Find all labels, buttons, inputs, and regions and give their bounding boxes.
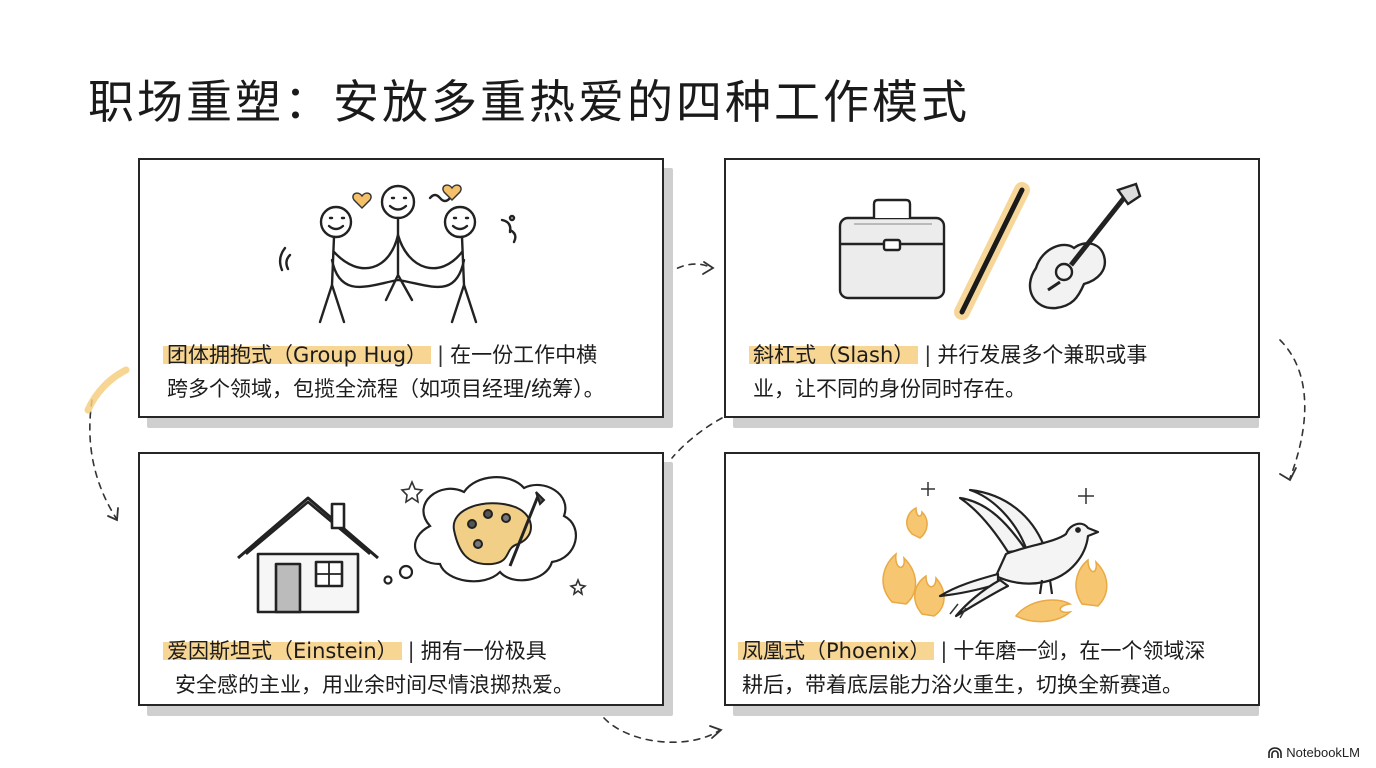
card-einstein: 爱因斯坦式（Einstein）|拥有一份极具 安全感的主业，用业余时间尽情浪掷热…	[138, 452, 664, 706]
paint-palette-icon	[452, 491, 546, 567]
stick-figures-hugging-icon	[278, 184, 517, 324]
arrow-card1-to-card3	[89, 399, 117, 519]
arrow-card3-bottom	[603, 717, 721, 743]
arrow-card4-to-card3	[671, 417, 723, 459]
flame-icon	[882, 506, 1108, 623]
mode-name: 凤凰式（Phoenix）	[738, 639, 935, 663]
guitar-icon	[1028, 182, 1142, 310]
briefcase-icon	[838, 198, 946, 300]
heart-icon	[352, 192, 372, 209]
notebooklm-logo-icon	[1268, 746, 1283, 758]
card-einstein-description: 爱因斯坦式（Einstein）|拥有一份极具 安全感的主业，用业余时间尽情浪掷热…	[163, 634, 574, 702]
slash-icon	[954, 182, 1030, 320]
heart-icon	[442, 184, 462, 201]
arrow-card2-to-card4	[1279, 339, 1306, 479]
card-group-hug: 团体拥抱式（Group Hug）|在一份工作中横 跨多个领域，包揽全流程（如项目…	[138, 158, 664, 418]
house-icon	[237, 496, 379, 614]
card-group-hug-description: 团体拥抱式（Group Hug）|在一份工作中横 跨多个领域，包揽全流程（如项目…	[163, 338, 605, 406]
mode-name: 斜杠式（Slash）	[749, 343, 919, 367]
card-phoenix-description: 凤凰式（Phoenix）|十年磨一剑，在一个领域深 耕后，带着底层能力浴火重生，…	[738, 634, 1205, 702]
card-slash-description: 斜杠式（Slash）|并行发展多个兼职或事 业，让不同的身份同时存在。	[749, 338, 1147, 406]
sparkle-icon	[921, 482, 1094, 619]
page-title: 职场重塑：安放多重热爱的四种工作模式	[88, 75, 970, 129]
card-slash: 斜杠式（Slash）|并行发展多个兼职或事 业，让不同的身份同时存在。	[724, 158, 1260, 418]
card-phoenix: 凤凰式（Phoenix）|十年磨一剑，在一个领域深 耕后，带着底层能力浴火重生，…	[724, 452, 1260, 706]
notebooklm-brand: NotebookLM	[1268, 745, 1360, 760]
phoenix-bird-icon	[938, 488, 1100, 618]
star-icon	[400, 479, 587, 596]
mode-name: 团体拥抱式（Group Hug）	[163, 343, 432, 367]
mode-name: 爱因斯坦式（Einstein）	[163, 639, 402, 663]
